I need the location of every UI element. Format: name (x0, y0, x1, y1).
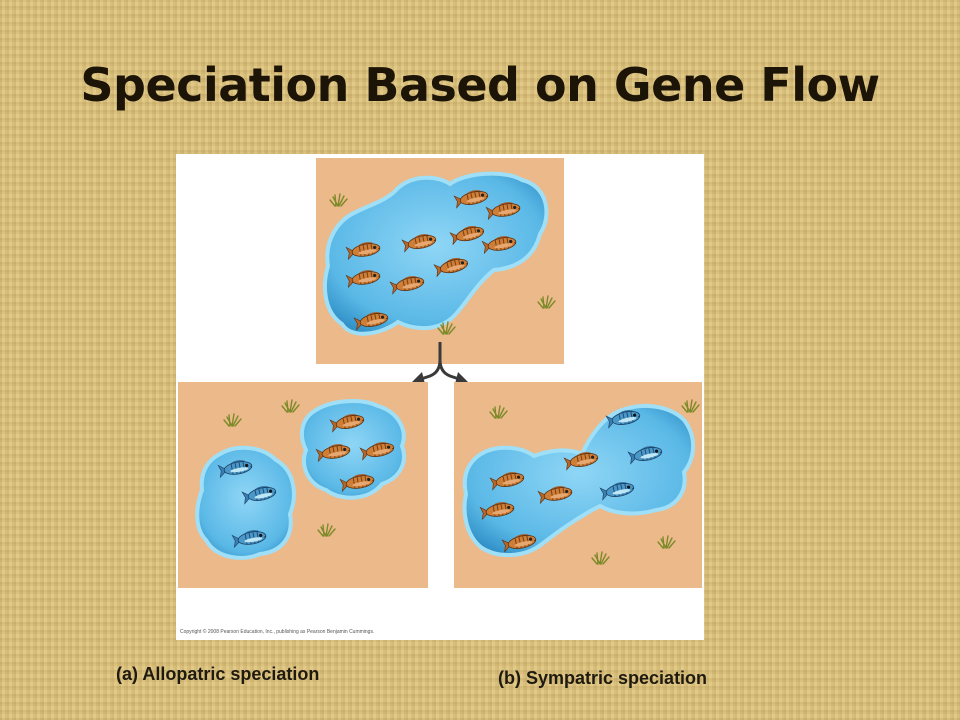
ancestral-population-panel (316, 158, 564, 364)
sympatric-panel (454, 382, 702, 588)
slide-title: Speciation Based on Gene Flow (80, 58, 880, 112)
caption-allopatric: (a) Allopatric speciation (116, 664, 320, 684)
split-arrow-icon (412, 342, 468, 384)
caption-sympatric: (b) Sympatric speciation (498, 668, 708, 688)
speciation-diagram (178, 158, 702, 588)
speciation-figure: Copyright © 2008 Pearson Education, Inc.… (176, 154, 704, 640)
allopatric-panel (178, 382, 428, 588)
copyright-notice: Copyright © 2008 Pearson Education, Inc.… (180, 629, 375, 635)
